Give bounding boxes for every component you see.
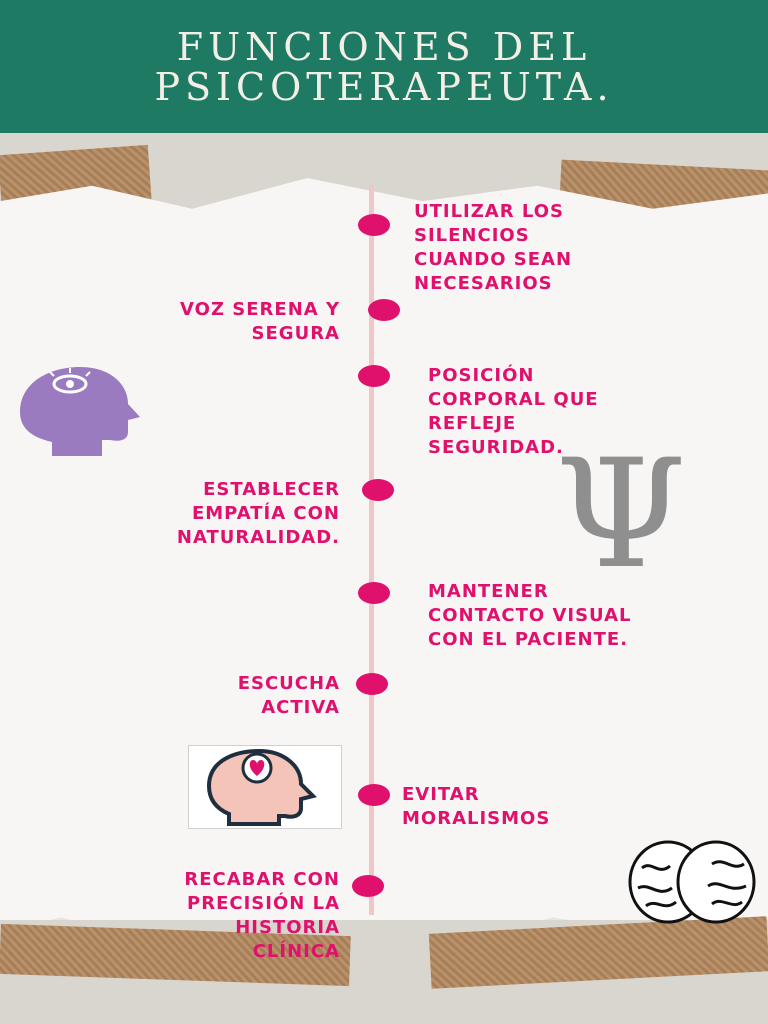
head-heart-icon <box>188 745 342 829</box>
brain-icon <box>628 838 756 926</box>
timeline-line <box>369 185 374 915</box>
timeline-item-3: POSICIÓN CORPORAL QUE REFLEJE SEGURIDAD. <box>428 365 599 458</box>
timeline-dot-3 <box>358 365 390 387</box>
timeline-item-4: ESTABLECER EMPATÍA CON NATURALIDAD. <box>176 479 340 548</box>
timeline-item-2: VOZ SERENA Y SEGURA <box>180 299 340 344</box>
timeline-dot-5 <box>358 582 390 604</box>
page-title-line-2: PSICOTERAPEUTA. <box>154 64 614 109</box>
timeline-item-6: ESCUCHA ACTIVA <box>237 673 340 718</box>
page-title-line-1: FUNCIONES DEL <box>176 24 592 69</box>
timeline-dot-6 <box>356 673 388 695</box>
head-eye-icon <box>10 362 145 458</box>
timeline-dot-8 <box>352 875 384 897</box>
timeline-item-7: EVITAR MORALISMOS <box>402 784 551 829</box>
timeline-dot-4 <box>362 479 394 501</box>
timeline-item-1: UTILIZAR LOS SILENCIOS CUANDO SEAN NECES… <box>414 201 573 294</box>
timeline-item-5: MANTENER CONTACTO VISUAL CON EL PACIENTE… <box>428 581 632 650</box>
header-banner: FUNCIONES DEL PSICOTERAPEUTA. <box>0 0 768 133</box>
timeline-item-8: RECABAR CON PRECISIÓN LA HISTORIA CLÍNIC… <box>184 869 340 962</box>
timeline-dot-2 <box>368 299 400 321</box>
timeline-dot-7 <box>358 784 390 806</box>
timeline-dot-1 <box>358 214 390 236</box>
psi-symbol-icon: Ψ <box>555 428 687 602</box>
